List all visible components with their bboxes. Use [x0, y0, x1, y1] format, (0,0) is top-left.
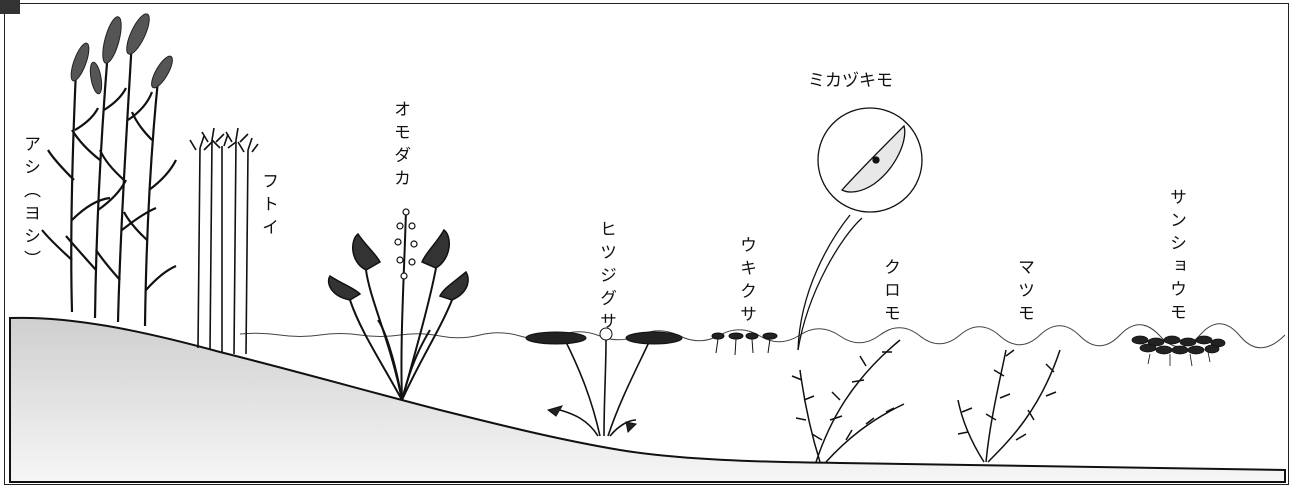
water-surface — [239, 323, 1286, 349]
futoi-plant — [189, 127, 259, 355]
mikazukimo-callout — [797, 107, 923, 351]
label-futoi: フトイ — [258, 172, 278, 241]
omodaka-leaves — [327, 228, 469, 301]
matsumo-plant — [957, 349, 1061, 463]
corner-tab — [0, 0, 20, 14]
reed-plant — [41, 39, 177, 327]
hitsujigusa-plant — [559, 339, 651, 437]
label-hitsujigusa: ヒツジグサ — [596, 220, 616, 335]
sanshoumo-plant — [1131, 335, 1226, 367]
label-matsumo: マツモ — [1014, 258, 1034, 327]
lake-bed — [9, 316, 1286, 483]
label-reed: アシ（ヨシ） — [20, 135, 41, 273]
label-ukikusa: ウキクサ — [736, 236, 756, 328]
kuromo-plant — [791, 339, 905, 463]
ukikusa-plant — [711, 332, 778, 356]
label-mikazukimo: ミカヅキモ — [808, 71, 893, 91]
hitsujigusa-pads — [525, 327, 683, 434]
omodaka-plant — [349, 209, 453, 401]
label-sanshoumo: サンショウモ — [1166, 188, 1186, 326]
omodaka-flowers — [394, 208, 418, 280]
reed-plumes — [70, 13, 173, 95]
label-kuromo: クロモ — [880, 258, 900, 327]
label-omodaka: オモダカ — [390, 100, 410, 192]
